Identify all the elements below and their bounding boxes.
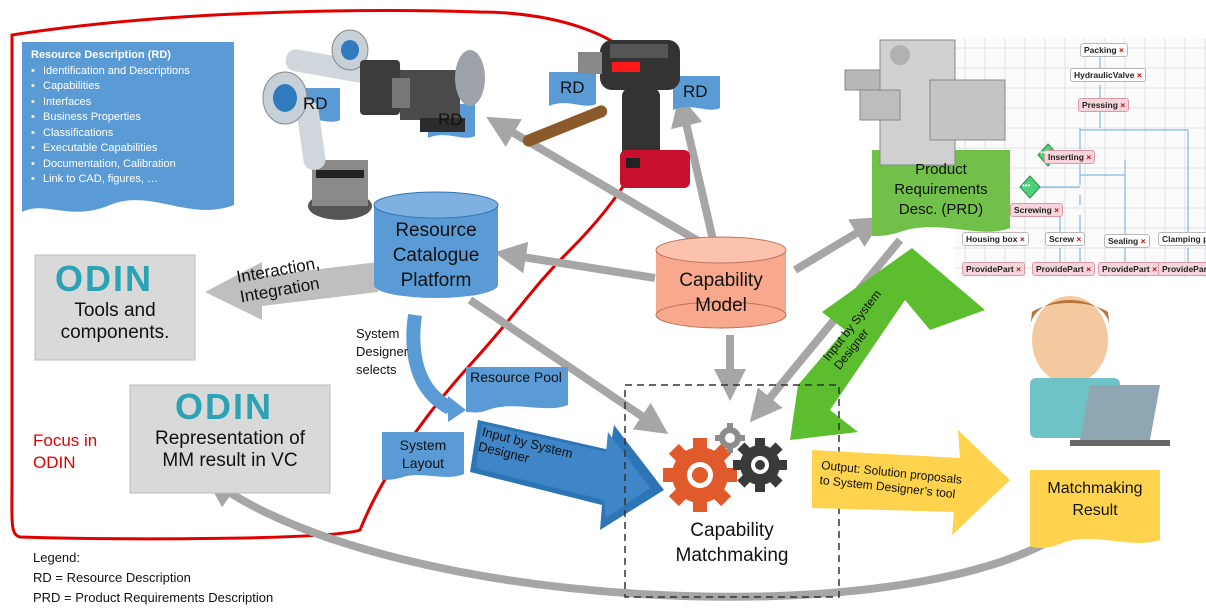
rd-title: Resource Description (RD) xyxy=(31,49,171,61)
gateway-dots: ••• xyxy=(1040,148,1049,157)
flow-node: Housing box × xyxy=(962,232,1029,246)
odin-logo: ODIN xyxy=(175,386,273,427)
flow-node: ProvidePart × xyxy=(1032,262,1096,276)
rd-tag-label: RD xyxy=(438,110,463,129)
system-designer-selects-label: System Designer selects xyxy=(356,325,408,379)
flow-node: Sealing × xyxy=(1104,234,1150,248)
rd-item: Classifications xyxy=(31,126,231,142)
legend-prd: PRD = Product Requirements Description xyxy=(33,590,274,605)
rd-tag-label: RD xyxy=(560,78,585,97)
legend-rd: RD = Resource Description xyxy=(33,570,191,585)
output-arrow xyxy=(812,430,1010,535)
matchmaking-box xyxy=(624,384,840,598)
rd-description-list: Resource Description (RD) Identification… xyxy=(31,48,231,188)
odin-tools-label: Tools and components. xyxy=(60,300,170,343)
resource-pool-shape xyxy=(466,367,568,413)
rd-item: Interfaces xyxy=(31,95,231,111)
flow-node: ProvidePart × xyxy=(1158,262,1206,276)
rd-tag-label: RD xyxy=(683,82,708,101)
gateway-diamond xyxy=(1019,175,1041,199)
rd-item: Link to CAD, figures, … xyxy=(31,172,231,188)
system-designer-image xyxy=(1030,296,1170,446)
gears-icon xyxy=(663,423,787,512)
system-layout-shape xyxy=(382,432,464,480)
prd-label: Product Requirements Desc. (PRD) xyxy=(894,161,988,218)
legend-title: Legend: xyxy=(33,550,80,565)
focus-label: Focus in ODIN xyxy=(33,431,98,472)
flow-node: ProvidePart × xyxy=(1098,262,1162,276)
resource-catalogue-label: Resource Catalogue Platform xyxy=(392,220,480,291)
grey-arrows xyxy=(204,94,1063,601)
rd-item: Identification and Descriptions xyxy=(31,64,231,80)
prd-box xyxy=(872,150,1010,236)
rd-item: Documentation, Calibration xyxy=(31,157,231,173)
flow-node: Screw × xyxy=(1045,232,1086,246)
flow-node: Pressing × xyxy=(1078,98,1130,112)
selects-line: selects xyxy=(356,362,397,377)
capability-model-cylinder xyxy=(655,236,787,329)
flow-node: HydraulicValve × xyxy=(1070,68,1146,82)
selects-line: Designer xyxy=(356,344,409,359)
capability-matchmaking-label: Capability Matchmaking xyxy=(675,520,789,566)
rd-tag-shape xyxy=(549,72,596,106)
flow-node: Screwing × xyxy=(1010,203,1064,217)
clamp-cad-image xyxy=(844,39,1006,166)
selects-arrow xyxy=(406,314,454,415)
resource-catalogue-cylinder xyxy=(373,191,499,298)
interaction-arrow xyxy=(205,262,378,320)
rd-item: Capabilities xyxy=(31,79,231,95)
rd-item: Executable Capabilities xyxy=(31,141,231,157)
flow-node: Clamping pin × xyxy=(1158,232,1206,246)
resource-pool-label: Resource Pool xyxy=(470,369,562,385)
odin-tools-box xyxy=(34,254,196,361)
matchmaking-result-label: Matchmaking Result xyxy=(1047,480,1143,519)
gateway-dots: ••• xyxy=(1022,181,1031,190)
selects-arrow-head xyxy=(448,396,466,422)
system-layout-label: System Layout xyxy=(399,437,447,471)
odin-repr-box xyxy=(129,384,331,494)
odin-repr-label: Representation of MM result in VC xyxy=(155,428,305,471)
robot-arm-image xyxy=(262,29,485,220)
focus-outline xyxy=(10,9,658,541)
rd-item: Business Properties xyxy=(31,110,231,126)
matchmaking-result-shape xyxy=(1030,470,1160,548)
legend: Legend: RD = Resource Description PRD = … xyxy=(33,548,273,608)
screwdriver-image xyxy=(522,40,690,188)
rd-tag-shape xyxy=(673,76,720,110)
odin-logo: ODIN xyxy=(55,258,153,299)
rd-tag-label: RD xyxy=(303,94,328,113)
flow-node: Packing × xyxy=(1080,43,1128,57)
capability-model-label: Capability Model xyxy=(679,270,763,316)
selects-line: System xyxy=(356,326,400,341)
flow-node: Inserting × xyxy=(1044,150,1096,164)
flow-node: ProvidePart × xyxy=(962,262,1026,276)
input-arrow-left-shade xyxy=(476,424,650,518)
